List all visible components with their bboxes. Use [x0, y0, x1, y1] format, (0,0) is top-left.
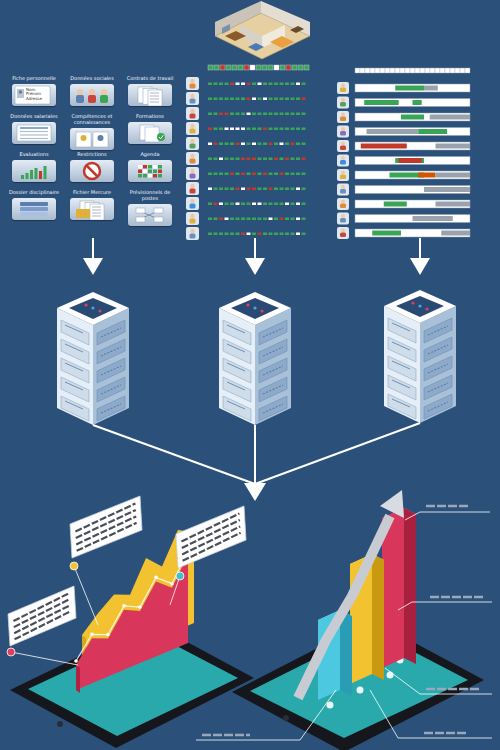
- tile-icon: [70, 128, 114, 150]
- tile-background: [12, 122, 56, 144]
- tile-background: Nom Prénom Adresse: [12, 84, 56, 106]
- tile-label: Données sociales: [64, 76, 120, 82]
- tile-icon: [12, 198, 56, 220]
- house-illustration: [215, 1, 310, 59]
- icon-tile: Contrats de travail: [122, 76, 178, 106]
- icon-tile: Données sociales: [64, 76, 120, 106]
- server-illustration: [384, 290, 456, 423]
- tile-icon: [128, 122, 172, 144]
- flow-arrows: [83, 238, 430, 275]
- icon-tile: Dossier disciplinaire: [6, 190, 62, 220]
- tile-icon: [70, 198, 114, 220]
- tile-background: [12, 160, 56, 182]
- icon-tile: Restrictions: [64, 152, 120, 182]
- tile-label: Prévisionnels de postes: [122, 190, 178, 202]
- tile-icon: [128, 84, 172, 106]
- tile-icon: [128, 160, 172, 182]
- tile-background: [12, 198, 56, 220]
- tile-background: [70, 84, 114, 106]
- icon-tile: Fichier Mercure: [64, 190, 120, 220]
- icon-tile: Fiche personnelleNom Prénom Adresse: [6, 76, 62, 106]
- tile-label: Formations: [122, 114, 178, 120]
- tile-background: [128, 160, 172, 182]
- tile-icon: [128, 204, 172, 226]
- icon-tile: Agenda: [122, 152, 178, 182]
- server-illustration: [57, 292, 129, 425]
- tile-icon: [12, 160, 56, 182]
- tile-label: Contrats de travail: [122, 76, 178, 82]
- tablet-line-chart: [7, 496, 254, 748]
- icon-tile: Evaluations: [6, 152, 62, 182]
- icon-tile: Données salariales: [6, 114, 62, 144]
- tile-label: Agenda: [122, 152, 178, 158]
- icon-tile: Prévisionnels de postes: [122, 190, 178, 226]
- tile-background: [128, 84, 172, 106]
- tile-background: [128, 122, 172, 144]
- tile-label: Dossier disciplinaire: [6, 190, 62, 196]
- tile-label: Restrictions: [64, 152, 120, 158]
- tile-label: Evaluations: [6, 152, 62, 158]
- card-text: Nom Prénom Adresse: [26, 88, 45, 101]
- tile-background: [70, 128, 114, 150]
- icon-tile: Formations: [122, 114, 178, 144]
- tile-icon: [70, 160, 114, 182]
- attendance-grid: [186, 65, 309, 240]
- planning-gantt: [337, 68, 470, 239]
- tile-label: Données salariales: [6, 114, 62, 120]
- tile-background: [70, 198, 114, 220]
- tile-background: [128, 204, 172, 226]
- tile-label: Fichier Mercure: [64, 190, 120, 196]
- tile-label: Compétences et connaissances: [64, 114, 120, 126]
- icon-tile: Compétences et connaissances: [64, 114, 120, 150]
- tile-label: Fiche personnelle: [6, 76, 62, 82]
- tile-icon: [70, 84, 114, 106]
- tablet-bar-chart: [196, 490, 492, 750]
- tile-icon: [12, 122, 56, 144]
- server-illustration: [219, 292, 291, 425]
- tile-background: [70, 160, 114, 182]
- merge-lines: [93, 423, 420, 501]
